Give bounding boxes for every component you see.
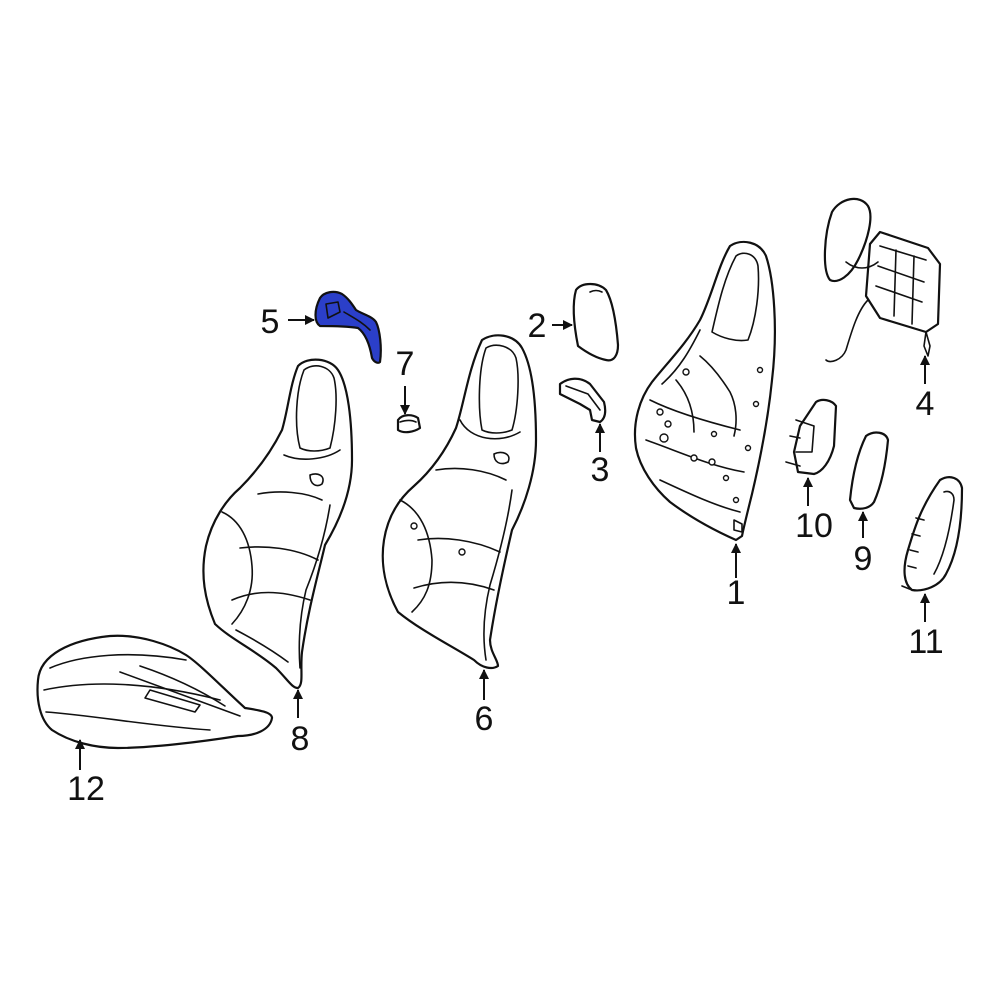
part-1-seatback-frame[interactable] xyxy=(633,240,776,542)
part-11-side-module[interactable] xyxy=(901,476,964,592)
callout-8[interactable]: 8 xyxy=(291,720,310,758)
part-2-headrest-cover[interactable] xyxy=(572,282,620,362)
part-4-upper-module[interactable] xyxy=(823,197,942,363)
callout-10[interactable]: 10 xyxy=(795,507,833,545)
part-3-bracket[interactable] xyxy=(558,377,607,424)
callout-9[interactable]: 9 xyxy=(854,540,873,578)
leader-arrows xyxy=(75,315,930,770)
part-7-clip[interactable] xyxy=(396,414,422,434)
callout-12[interactable]: 12 xyxy=(67,770,105,808)
callout-3[interactable]: 3 xyxy=(591,451,610,489)
callout-7[interactable]: 7 xyxy=(396,345,415,383)
callout-labels: 1 2 3 4 5 6 7 8 9 10 11 12 xyxy=(67,303,944,808)
part-9-side-panel[interactable] xyxy=(848,431,890,510)
part-5-backrest-trim-highlighted[interactable] xyxy=(314,290,382,364)
part-12-seat-cushion[interactable] xyxy=(36,634,274,750)
callout-4[interactable]: 4 xyxy=(916,385,935,423)
callout-1[interactable]: 1 xyxy=(727,574,746,612)
callout-6[interactable]: 6 xyxy=(475,700,494,738)
callout-11[interactable]: 11 xyxy=(908,623,943,661)
callout-2[interactable]: 2 xyxy=(528,307,547,345)
part-10-side-bracket[interactable] xyxy=(785,398,838,476)
part-6-seatback-assembly[interactable] xyxy=(381,334,538,670)
callout-5[interactable]: 5 xyxy=(261,303,280,341)
part-8-seatback-cover[interactable] xyxy=(202,358,354,690)
